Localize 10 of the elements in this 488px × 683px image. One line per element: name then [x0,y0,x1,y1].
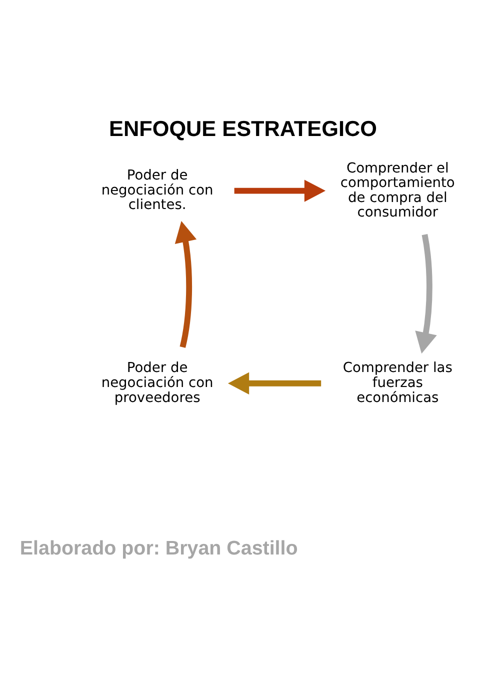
arrow [415,234,437,354]
node-text: Poder de negociación con clientes. [101,167,214,213]
arrow [228,372,322,394]
arrow [234,179,326,202]
node-text: Comprender las fuerzas económicas [342,360,452,406]
caption: Elaborado por: Bryan Castillo [20,536,298,559]
diagram-title: ENFOQUE ESTRATEGICO [109,116,377,141]
node-text: Poder de negociación con proveedores [101,360,214,406]
arrow [174,220,197,348]
node-text: Comprender el comportamiento de compra del consumidor [340,160,455,220]
